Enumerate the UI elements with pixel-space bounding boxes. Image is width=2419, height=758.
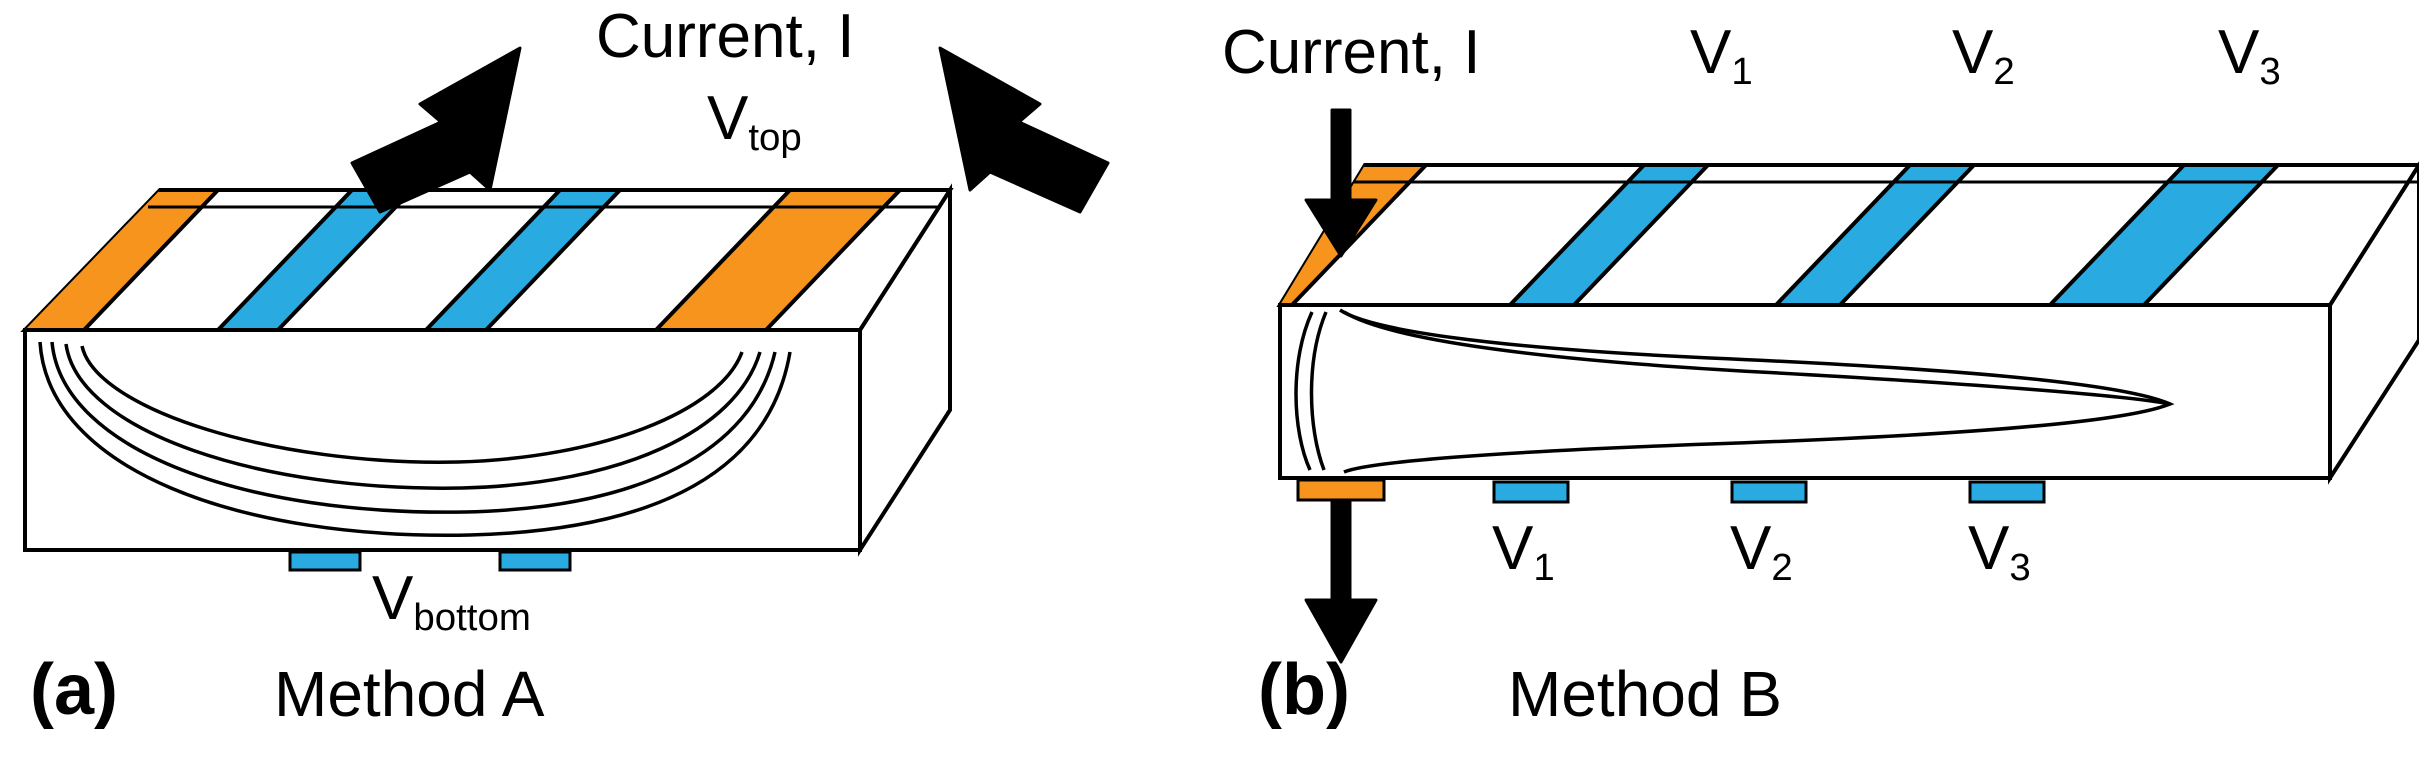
panel-b-bottom-contacts	[1296, 478, 2046, 504]
panel-a-bottom-contacts	[288, 550, 572, 572]
panel-b-bottom-v2-symbol: V	[1730, 514, 1772, 583]
panel-a-tag: (a)	[30, 650, 118, 730]
panel-a-current-arrows	[350, 46, 1110, 214]
panel-b-bottom-v2-subscript: 2	[1771, 545, 1793, 589]
panel-a-caption: Method A	[274, 658, 545, 730]
panel-b-bottom-v1-label: V1	[1492, 518, 1555, 587]
top-voltage-contact-1	[1505, 165, 1713, 305]
panel-b-current-label: Current, I	[1222, 18, 1481, 87]
voltage-contact-1	[213, 190, 417, 330]
bottom-voltage-contact-3	[1968, 480, 2046, 504]
panel-b-bottom-v3-subscript: 3	[2009, 545, 2031, 589]
panel-b-current-contours	[1294, 308, 2175, 474]
panel-a-drawing	[20, 46, 1110, 572]
panel-b-top-contacts	[1280, 165, 2283, 305]
panel-a-vtop-subscript: top	[748, 115, 802, 159]
bottom-voltage-contact-2	[498, 550, 572, 572]
panel-b-top-v3-label: V3	[2218, 22, 2281, 91]
panel-b-tag: (b)	[1258, 650, 1350, 730]
panel-b-drawing	[1276, 108, 2419, 664]
panel-a-top-edge-band	[148, 188, 950, 209]
panel-b-bottom-v3-label: V3	[1968, 518, 2031, 587]
panel-a-top-contacts	[25, 190, 905, 330]
panel-b: Current, I V1 V2 V3 V1 V2 V3 (b) Method …	[1222, 0, 2419, 758]
current-arrow-in	[1304, 108, 1378, 258]
panel-b-top-v2-symbol: V	[1952, 18, 1994, 87]
current-arrow-in	[350, 46, 522, 214]
current-arrow-out	[938, 46, 1110, 214]
bottom-current-contact	[1296, 478, 1386, 502]
panel-b-top-v2-label: V2	[1952, 22, 2015, 91]
current-arrow-out	[1304, 500, 1378, 664]
panel-b-bottom-v1-subscript: 1	[1533, 545, 1555, 589]
panel-a-vtop-label: Vtop	[707, 88, 802, 157]
panel-a-current-label: Current, I	[596, 2, 855, 71]
panel-a-vbottom-label: Vbottom	[372, 568, 531, 637]
voltage-contact-2	[421, 190, 625, 330]
bottom-voltage-contact-1	[1492, 480, 1570, 504]
panel-b-top-v1-label: V1	[1690, 22, 1753, 91]
slab-b-body	[1276, 161, 2419, 485]
bottom-voltage-contact-2	[1730, 480, 1808, 504]
panel-b-top-v1-subscript: 1	[1731, 49, 1753, 93]
panel-b-caption: Method B	[1508, 658, 1782, 730]
current-contact-right	[651, 190, 905, 330]
panel-a-vtop-symbol: V	[707, 84, 749, 153]
panel-b-top-v3-subscript: 3	[2259, 49, 2281, 93]
panel-b-top-edge-band	[1354, 163, 2419, 184]
current-flow-contours	[38, 341, 792, 537]
panel-a-vbottom-subscript: bottom	[413, 595, 531, 639]
top-voltage-contact-3	[2045, 165, 2283, 305]
panel-b-top-v1-symbol: V	[1690, 18, 1732, 87]
panel-b-bottom-v2-label: V2	[1730, 518, 1793, 587]
panel-a: Current, I Vtop Vbottom (a) Method A	[20, 2, 1110, 730]
panel-b-bottom-v3-symbol: V	[1968, 514, 2010, 583]
panel-b-bottom-v1-symbol: V	[1492, 514, 1534, 583]
panel-a-vbottom-symbol: V	[372, 564, 414, 633]
top-voltage-contact-2	[1771, 165, 1979, 305]
panel-b-current-arrows	[1304, 108, 1378, 664]
panel-b-top-v3-symbol: V	[2218, 18, 2260, 87]
bottom-voltage-contact-1	[288, 550, 362, 572]
panel-b-top-v2-subscript: 2	[1993, 49, 2015, 93]
